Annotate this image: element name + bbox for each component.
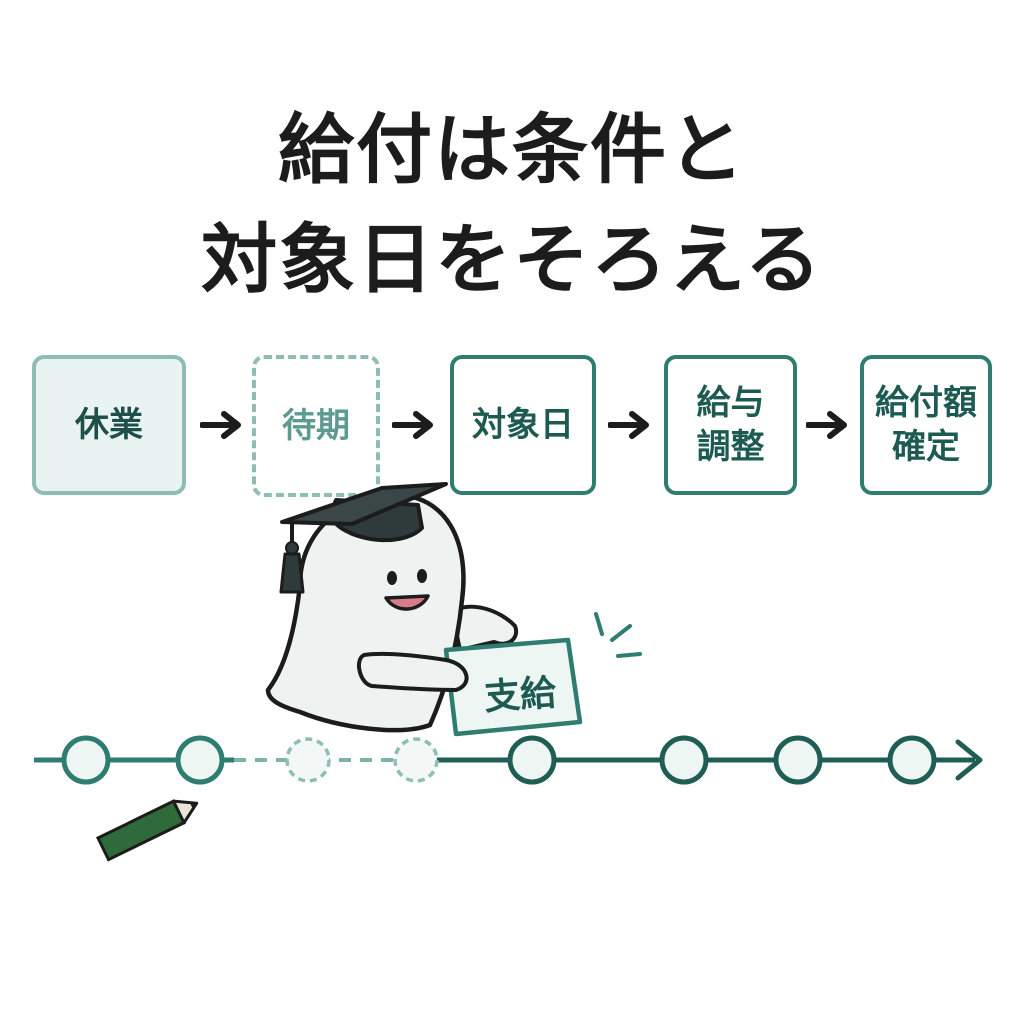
timeline-node bbox=[507, 735, 557, 785]
timeline-arrowhead-icon bbox=[955, 739, 983, 781]
timeline-node-dashed bbox=[285, 737, 331, 783]
graduation-cap-icon bbox=[279, 482, 448, 594]
title-line-1: 給付は条件と bbox=[278, 105, 746, 194]
timeline-node bbox=[887, 735, 937, 785]
arrow-right-icon bbox=[608, 411, 649, 439]
timeline-node bbox=[175, 735, 225, 785]
step-leave: 休業 bbox=[32, 355, 186, 495]
arrow-right-icon bbox=[200, 411, 241, 439]
step-salary-adjustment: 給与 調整 bbox=[664, 355, 797, 495]
ghost-arm bbox=[356, 651, 469, 692]
timeline-node bbox=[659, 735, 709, 785]
step-waiting-period: 待期 bbox=[252, 355, 380, 497]
sparkle-lines-icon bbox=[594, 612, 642, 658]
benefit-card-label: 支給 bbox=[482, 672, 558, 719]
pencil-icon bbox=[95, 799, 199, 862]
timeline bbox=[34, 735, 983, 785]
benefit-card bbox=[443, 637, 583, 737]
timeline-node bbox=[773, 735, 823, 785]
arrow-right-icon bbox=[392, 411, 433, 439]
timeline-node bbox=[61, 735, 111, 785]
step-target-days: 対象日 bbox=[450, 355, 596, 495]
timeline-node-dashed bbox=[393, 737, 439, 783]
arrow-right-icon bbox=[806, 411, 847, 439]
step-benefit-confirmed: 給付額 確定 bbox=[860, 355, 992, 495]
title-line-2: 対象日をそろえる bbox=[201, 215, 823, 304]
